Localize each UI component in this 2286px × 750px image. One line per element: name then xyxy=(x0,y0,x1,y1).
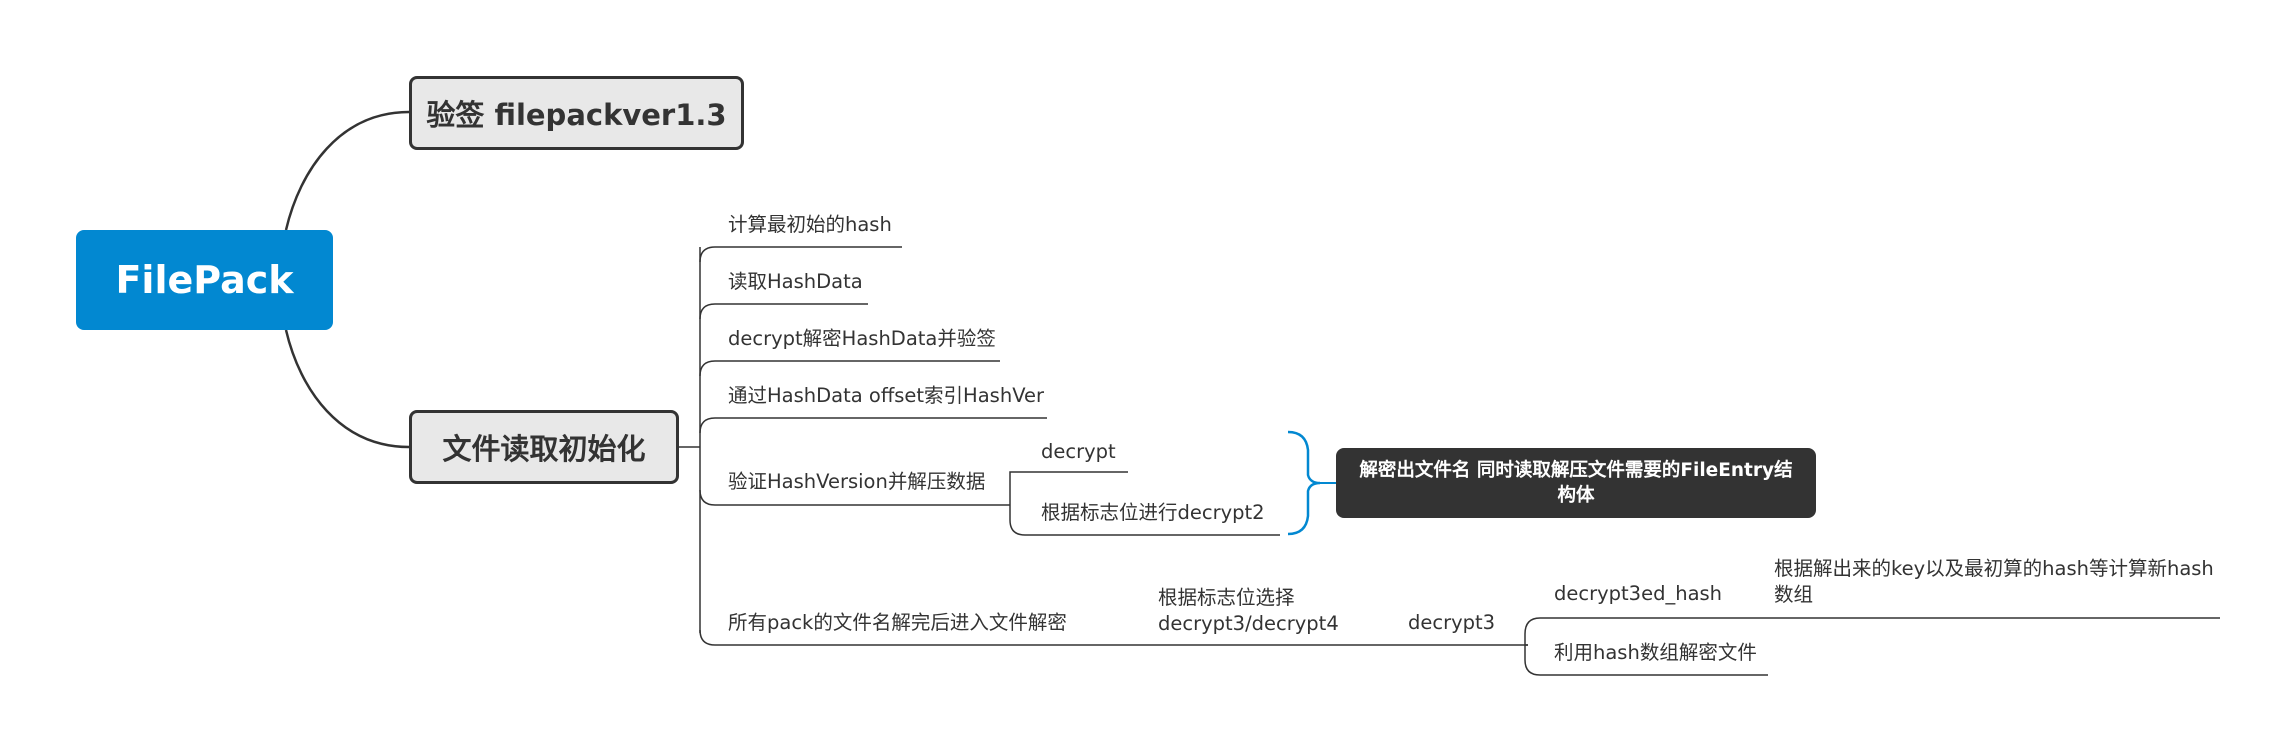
root-topic[interactable]: FilePack xyxy=(76,230,333,330)
summary-fileentry[interactable]: 解密出文件名 同时读取解压文件需要的FileEntry结构体 xyxy=(1336,448,1816,518)
subtopic-decrypt-hashdata[interactable]: decrypt解密HashData并验签 xyxy=(728,327,996,350)
topic-verify[interactable]: 验签 filepackver1.3 xyxy=(409,76,744,150)
subtopic-decrypt2[interactable]: 根据标志位进行decrypt2 xyxy=(1041,501,1265,524)
connector-c5-children xyxy=(1009,471,1280,536)
connector-init-c3 xyxy=(699,360,1000,377)
connector-root-verify xyxy=(284,110,410,231)
connector-init-c1 xyxy=(699,246,902,263)
subtopic-select-decrypt[interactable]: 根据标志位选择 decrypt3/decrypt4 xyxy=(1158,586,1339,635)
connector-init-c4 xyxy=(699,417,1047,434)
topic-init[interactable]: 文件读取初始化 xyxy=(409,410,679,484)
subtopic-file-decrypt[interactable]: 所有pack的文件名解完后进入文件解密 xyxy=(728,611,1067,634)
subtopic-decrypt3[interactable]: decrypt3 xyxy=(1408,611,1496,634)
connector-init-trunk xyxy=(679,247,701,633)
subtopic-decrypt3ed-hash[interactable]: decrypt3ed_hash xyxy=(1554,582,1723,605)
summary-brace xyxy=(1287,430,1321,536)
connector-root-init xyxy=(284,329,410,449)
connector-init-c6 xyxy=(699,629,1110,646)
subtopic-verify-hashversion[interactable]: 验证HashVersion并解压数据 xyxy=(728,470,986,493)
subtopic-read-hashdata[interactable]: 读取HashData xyxy=(728,270,863,293)
subtopic-decrypt[interactable]: decrypt xyxy=(1041,440,1116,463)
connector-init-c5 xyxy=(699,489,1010,506)
connector-init-c2 xyxy=(699,303,868,320)
subtopic-offset-index[interactable]: 通过HashData offset索引HashVer xyxy=(728,384,1045,407)
subtopic-hash-detail[interactable]: 根据解出来的key以及最初算的hash等计算新hash数组 xyxy=(1774,557,2214,606)
subtopic-decrypt-file[interactable]: 利用hash数组解密文件 xyxy=(1554,641,1757,664)
subtopic-initial-hash[interactable]: 计算最初始的hash xyxy=(728,213,892,236)
connector-decrypt3-split xyxy=(1524,617,2220,676)
